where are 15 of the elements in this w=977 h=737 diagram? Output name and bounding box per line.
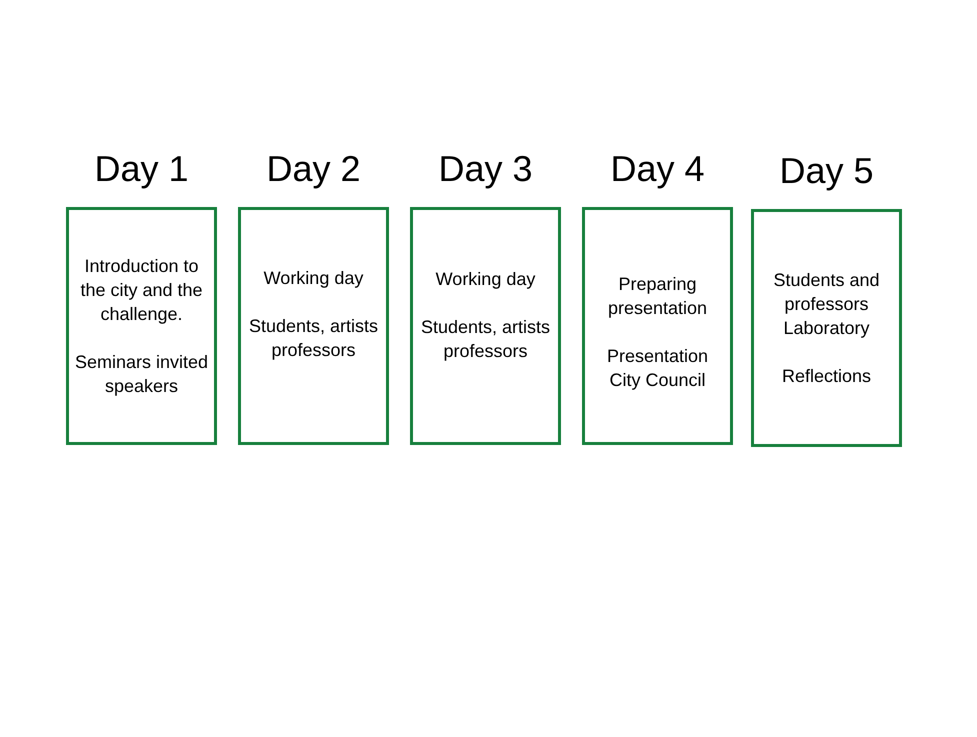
activity-text: Working day (436, 268, 536, 291)
activity-text: Students, artists professors (248, 315, 380, 362)
activity-text: Students and professors Laboratory (772, 269, 881, 340)
day-heading: Day 2 (265, 148, 362, 190)
activity-text: Seminars invited speakers (74, 351, 210, 398)
day-heading: Day 3 (437, 148, 534, 190)
activity-text: Working day (264, 267, 364, 290)
activity-text: Students, artists professors (420, 316, 552, 363)
day-heading: Day 5 (778, 150, 875, 192)
activity-text: Preparing presentation (606, 273, 708, 320)
day-heading: Day 1 (93, 148, 190, 190)
day-heading: Day 4 (609, 148, 706, 190)
activity-text: Introduction to the city and the challenge. (79, 255, 204, 326)
activity-text: Presentation City Council (606, 345, 710, 392)
activity-text: Reflections (782, 365, 872, 388)
